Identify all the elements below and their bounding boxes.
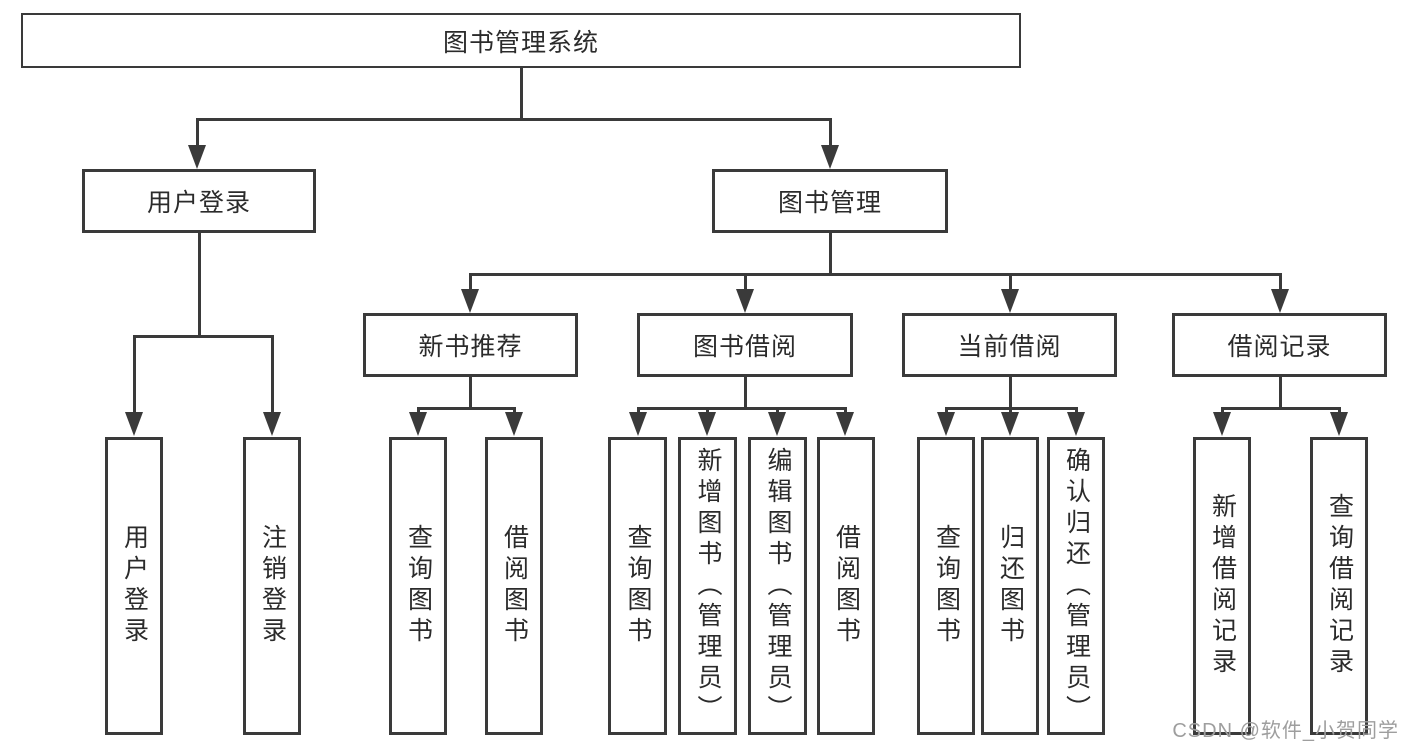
node-user-login-leaf: 用户登录	[105, 437, 163, 735]
connector-arrow	[629, 412, 647, 436]
connector-line	[1009, 407, 1012, 415]
connector-line	[417, 407, 516, 410]
node-book-management: 图书管理	[712, 169, 948, 233]
connector-line	[133, 335, 274, 338]
connector-line	[198, 233, 201, 337]
connector-line	[1338, 407, 1341, 415]
connector-line	[637, 407, 847, 410]
connector-line	[1009, 377, 1012, 409]
connector-arrow	[1001, 289, 1019, 313]
connector-line	[469, 273, 472, 292]
connector-line	[469, 377, 472, 409]
connector-arrow	[125, 412, 143, 436]
node-borrowing-records: 借阅记录	[1172, 313, 1387, 377]
connector-line	[637, 407, 640, 415]
connector-line	[829, 118, 832, 148]
connector-line	[829, 233, 832, 275]
connector-line	[196, 118, 199, 148]
node-current-borrowing: 当前借阅	[902, 313, 1117, 377]
connector-line	[513, 407, 516, 415]
connector-line	[706, 407, 709, 415]
connector-line	[844, 407, 847, 415]
connector-line	[744, 377, 747, 409]
connector-arrow	[768, 412, 786, 436]
connector-line	[1075, 407, 1078, 415]
connector-line	[945, 407, 948, 415]
node-query-books-current: 查询图书	[917, 437, 975, 735]
connector-arrow	[736, 289, 754, 313]
connector-line	[1221, 407, 1224, 415]
connector-arrow	[1213, 412, 1231, 436]
csdn-watermark: CSDN @软件_小贺同学	[1172, 720, 1399, 742]
node-borrow-books-recommend: 借阅图书	[485, 437, 543, 735]
node-edit-books-admin: 编辑图书（管理员）	[748, 437, 807, 735]
connector-arrow	[461, 289, 479, 313]
connector-line	[776, 407, 779, 415]
node-add-books-admin: 新增图书（管理员）	[678, 437, 737, 735]
node-add-borrow-record: 新增借阅记录	[1193, 437, 1251, 735]
connector-line	[1221, 407, 1341, 410]
node-logout-login: 注销登录	[243, 437, 301, 735]
connector-line	[196, 118, 832, 121]
connector-line	[133, 335, 136, 414]
connector-arrow	[821, 145, 839, 169]
connector-line	[417, 407, 420, 415]
node-query-books-recommend: 查询图书	[389, 437, 447, 735]
connector-arrow	[505, 412, 523, 436]
connector-line	[1279, 273, 1282, 292]
connector-arrow	[1271, 289, 1289, 313]
connector-arrow	[188, 145, 206, 169]
connector-line	[1279, 377, 1282, 409]
connector-arrow	[698, 412, 716, 436]
connector-arrow	[263, 412, 281, 436]
connector-line	[744, 273, 747, 292]
node-user-login: 用户登录	[82, 169, 316, 233]
node-library-management-system: 图书管理系统	[21, 13, 1021, 68]
node-confirm-return-admin: 确认归还（管理员）	[1047, 437, 1105, 735]
node-book-borrowing: 图书借阅	[637, 313, 853, 377]
connector-arrow	[409, 412, 427, 436]
node-query-borrow-record: 查询借阅记录	[1310, 437, 1368, 735]
connector-arrow	[1330, 412, 1348, 436]
connector-arrow	[836, 412, 854, 436]
node-new-book-recommendation: 新书推荐	[363, 313, 578, 377]
node-return-books: 归还图书	[981, 437, 1039, 735]
connector-arrow	[1067, 412, 1085, 436]
connector-line	[520, 68, 523, 120]
connector-line	[271, 335, 274, 414]
connector-arrow	[937, 412, 955, 436]
node-query-books-borrow: 查询图书	[608, 437, 667, 735]
connector-line	[469, 273, 1282, 276]
node-borrow-books: 借阅图书	[817, 437, 875, 735]
connector-arrow	[1001, 412, 1019, 436]
connector-line	[1009, 273, 1012, 292]
